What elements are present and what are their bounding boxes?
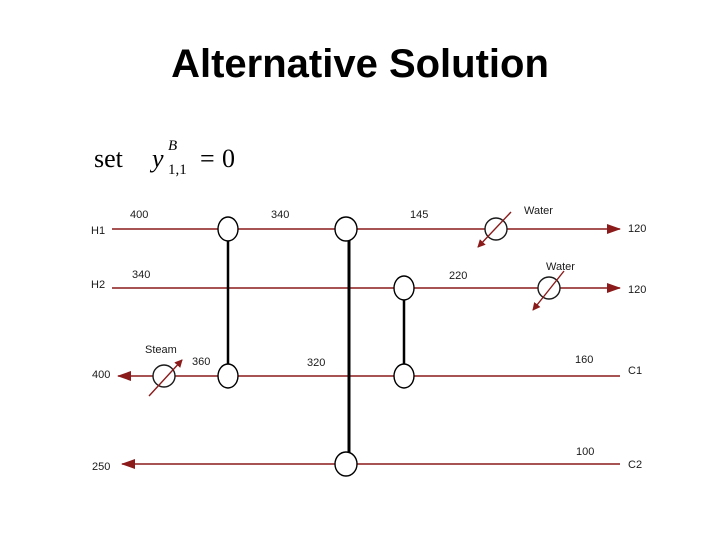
heater-c1-arrow-icon (148, 359, 183, 397)
h1-after-ex1-temp: 340 (271, 209, 289, 221)
formula-prefix: set (94, 144, 123, 173)
h1-outlet-temp: 120 (628, 223, 646, 235)
formula-value: 0 (222, 144, 235, 173)
formula-variable: y (152, 144, 164, 173)
h2-utility-label: Water (546, 261, 575, 273)
c2-outlet-temp: 250 (92, 461, 110, 473)
formula-superscript: B (168, 138, 178, 154)
stream-h1-label: H1 (91, 225, 105, 237)
h1-after-ex2-temp: 145 (410, 209, 428, 221)
formula-subscript: 1,1 (168, 162, 187, 178)
c1-utility-label: Steam (145, 344, 177, 356)
c1-after-ex1-temp: 360 (192, 356, 210, 368)
formula: set y B 1,1 = 0 (94, 138, 284, 188)
h1-inlet-temp: 400 (130, 209, 148, 221)
exchanger-3-bottom[interactable] (393, 363, 415, 389)
c1-outlet-temp: 400 (92, 369, 110, 381)
heater-c1-steam[interactable] (152, 364, 176, 388)
stream-c2-label: C2 (628, 459, 642, 471)
h2-after-ex3-temp: 220 (449, 270, 467, 282)
c2-inlet-temp: 100 (576, 446, 594, 458)
cooler-h2-arrow-icon (532, 270, 565, 311)
exchanger-2-top[interactable] (334, 216, 358, 242)
stream-h2-label: H2 (91, 279, 105, 291)
cooler-h1-arrow-icon (477, 211, 512, 248)
formula-equals: = (200, 144, 215, 173)
h1-utility-label: Water (524, 205, 553, 217)
page-title: Alternative Solution (171, 42, 549, 86)
c1-after-ex3-temp: 320 (307, 357, 325, 369)
h2-outlet-temp: 120 (628, 284, 646, 296)
stream-c1-label: C1 (628, 365, 642, 377)
exchanger-1-bottom[interactable] (217, 363, 239, 389)
exchanger-1-top[interactable] (217, 216, 239, 242)
exchanger-2-bottom[interactable] (334, 451, 358, 477)
h2-inlet-temp: 340 (132, 269, 150, 281)
exchanger-3-top[interactable] (393, 275, 415, 301)
c1-inlet-temp: 160 (575, 354, 593, 366)
